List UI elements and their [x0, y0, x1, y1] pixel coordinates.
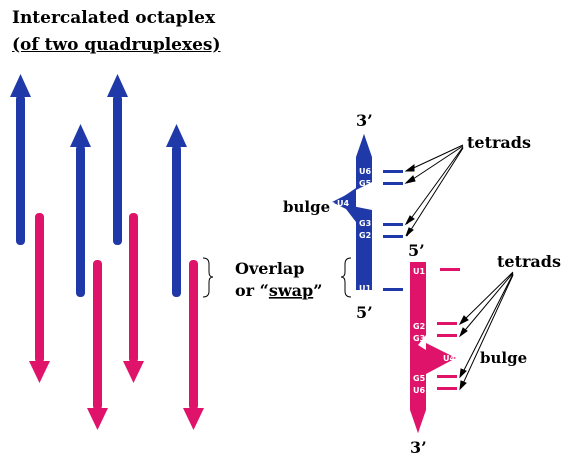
overlap-text: Overlap — [235, 259, 304, 278]
tetrads-label-top: tetrads — [467, 133, 531, 152]
blue-strand-arrow — [70, 124, 91, 297]
tetrads-label-bottom: tetrads — [497, 252, 561, 271]
pink-tetrad-bar — [437, 322, 457, 325]
blue-3prime-label: 3’ — [356, 111, 373, 130]
tetrads-bottom-pointers — [458, 271, 514, 391]
pink-strand-arrow — [87, 260, 108, 430]
blue-bulge — [334, 188, 356, 214]
blue-strand-arrow — [107, 74, 128, 245]
blue-nuc-g5: G5 — [359, 179, 372, 188]
blue-strand-arrow — [166, 124, 187, 297]
blue-tetrad-bar — [383, 223, 403, 226]
blue-nuc-u4: U4 — [337, 199, 349, 208]
pink-tetrad-bar — [440, 268, 460, 271]
blue-nuc-g3: G3 — [359, 219, 371, 228]
blue-strand-arrow — [10, 74, 31, 245]
blue-strand-detail: U6 G5 U4 G3 G2 U1 — [332, 134, 403, 293]
blue-tetrad-bar — [383, 182, 403, 185]
left-strands — [10, 74, 214, 430]
blue-tetrad-bar — [383, 235, 403, 238]
swap-word: swap — [269, 281, 313, 300]
pink-strand-detail: U1 G2 G3 U4 G5 U6 — [410, 262, 460, 433]
bulge-label-blue: bulge — [283, 198, 330, 216]
title-line-2: (of two quadruplexes) — [12, 35, 221, 55]
blue-5prime-label: 5’ — [356, 303, 373, 322]
pink-bulge — [426, 343, 456, 374]
blue-nuc-u1: U1 — [359, 284, 371, 293]
blue-nuc-g2: G2 — [359, 231, 371, 240]
pink-nuc-g3: G3 — [413, 334, 425, 343]
pink-5prime-label: 5’ — [408, 241, 425, 260]
blue-tetrad-bar — [383, 170, 403, 173]
or-swap-text: or “swap” — [235, 281, 322, 300]
pink-strand-arrow — [29, 213, 50, 383]
pink-strand-arrow — [123, 213, 144, 383]
pink-arrow-head — [410, 408, 426, 433]
overlap-brace-left-panel — [202, 257, 214, 298]
pink-strand-arrow — [183, 260, 204, 430]
pink-tetrad-bar — [437, 375, 457, 378]
title-line-1: Intercalated octaplex — [12, 8, 216, 28]
blue-nuc-u6: U6 — [359, 167, 371, 176]
pink-3prime-label: 3’ — [410, 438, 427, 457]
pink-strand-body — [410, 262, 446, 433]
pink-nuc-u6: U6 — [413, 386, 425, 395]
pink-tetrad-bar — [437, 334, 457, 337]
pink-nuc-u1: U1 — [413, 267, 425, 276]
blue-arrow-head — [356, 134, 372, 160]
bulge-label-pink: bulge — [480, 349, 527, 367]
pink-nuc-u4: U4 — [443, 354, 455, 363]
pink-nuc-g5: G5 — [413, 374, 426, 383]
pink-tetrad-bar — [437, 387, 457, 390]
pink-nuc-g2: G2 — [413, 322, 425, 331]
overlap-label: Overlap or “swap” — [235, 257, 352, 300]
overlap-brace-right-panel — [340, 257, 352, 298]
blue-tetrad-bar — [383, 288, 403, 291]
tetrads-top-pointers — [404, 144, 464, 237]
